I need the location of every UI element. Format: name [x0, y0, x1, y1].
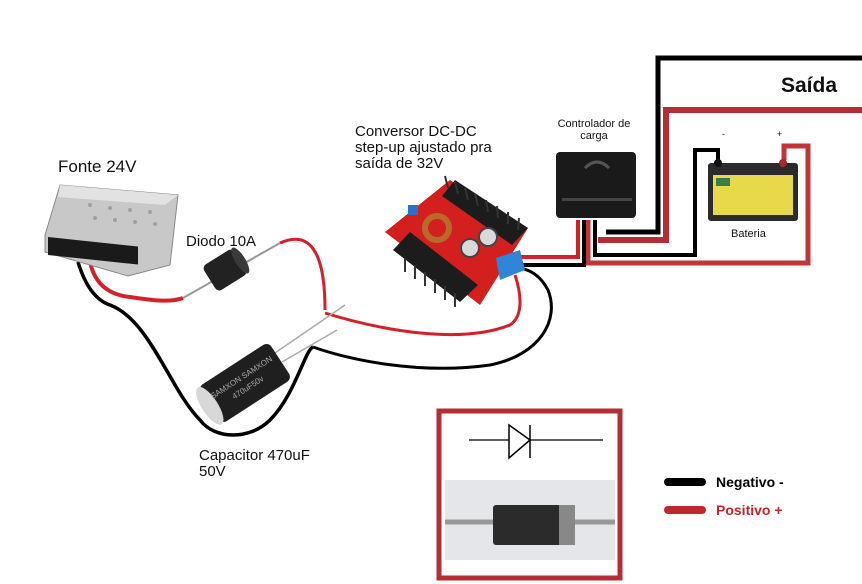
diode-label: Diodo 10A	[186, 233, 257, 250]
output-label: Saída	[781, 74, 838, 97]
legend-negative-label: Negativo -	[716, 474, 784, 490]
legend-negative: Negativo -	[664, 474, 784, 490]
battery-negative-mark: -	[722, 129, 725, 139]
psu-negative-wire	[76, 261, 315, 437]
converter-label-line1: Conversor DC-DC	[355, 123, 477, 140]
battery-positive-mark: +	[777, 129, 783, 139]
converter-to-controller-negative	[520, 220, 586, 267]
diode-to-converter-positive	[279, 237, 327, 311]
output-positive-wire	[598, 107, 862, 243]
power-supply	[44, 184, 179, 277]
battery-label: Bateria	[731, 228, 766, 240]
psu-positive-wire	[88, 261, 184, 303]
capacitor-label-line2: 50V	[199, 462, 226, 480]
power-supply-label: Fonte 24V	[58, 157, 137, 176]
controller-label-line2: carga	[580, 129, 608, 142]
legend-positive-swatch	[664, 506, 706, 514]
battery-negative-wire	[593, 148, 720, 257]
legend-positive-label: Positivo +	[716, 502, 783, 518]
battery-positive-wire	[585, 143, 811, 266]
diode-symbol-triangle	[508, 423, 532, 460]
battery	[708, 159, 798, 221]
converter-to-controller-positive	[520, 220, 580, 259]
capacitor-label-line1: Capacitor 470uF	[199, 447, 310, 464]
charge-controller	[556, 152, 636, 218]
dc-dc-converter	[385, 175, 528, 307]
capacitor-negative-to-converter	[312, 266, 553, 370]
capacitor-component: SAMXON SAMXON 470uF50v	[196, 304, 346, 425]
converter-label-line3: saída de 32V	[355, 154, 444, 172]
controller-label-line1: Controlador de	[557, 118, 631, 130]
controller-label: Controlador de carga	[552, 118, 636, 142]
legend-negative-swatch	[664, 478, 706, 486]
converter-label-line2: step-up ajustado pra	[355, 138, 492, 156]
output-negative-wire	[606, 55, 862, 235]
diode-inset	[436, 408, 623, 581]
diode-component	[182, 242, 281, 299]
capacitor-positive-to-converter	[324, 274, 522, 337]
converter-label: Conversor DC-DC step-up ajustado pra saí…	[355, 124, 492, 171]
legend-positive: Positivo +	[664, 502, 783, 518]
capacitor-label: Capacitor 470uF 50V	[199, 448, 310, 480]
